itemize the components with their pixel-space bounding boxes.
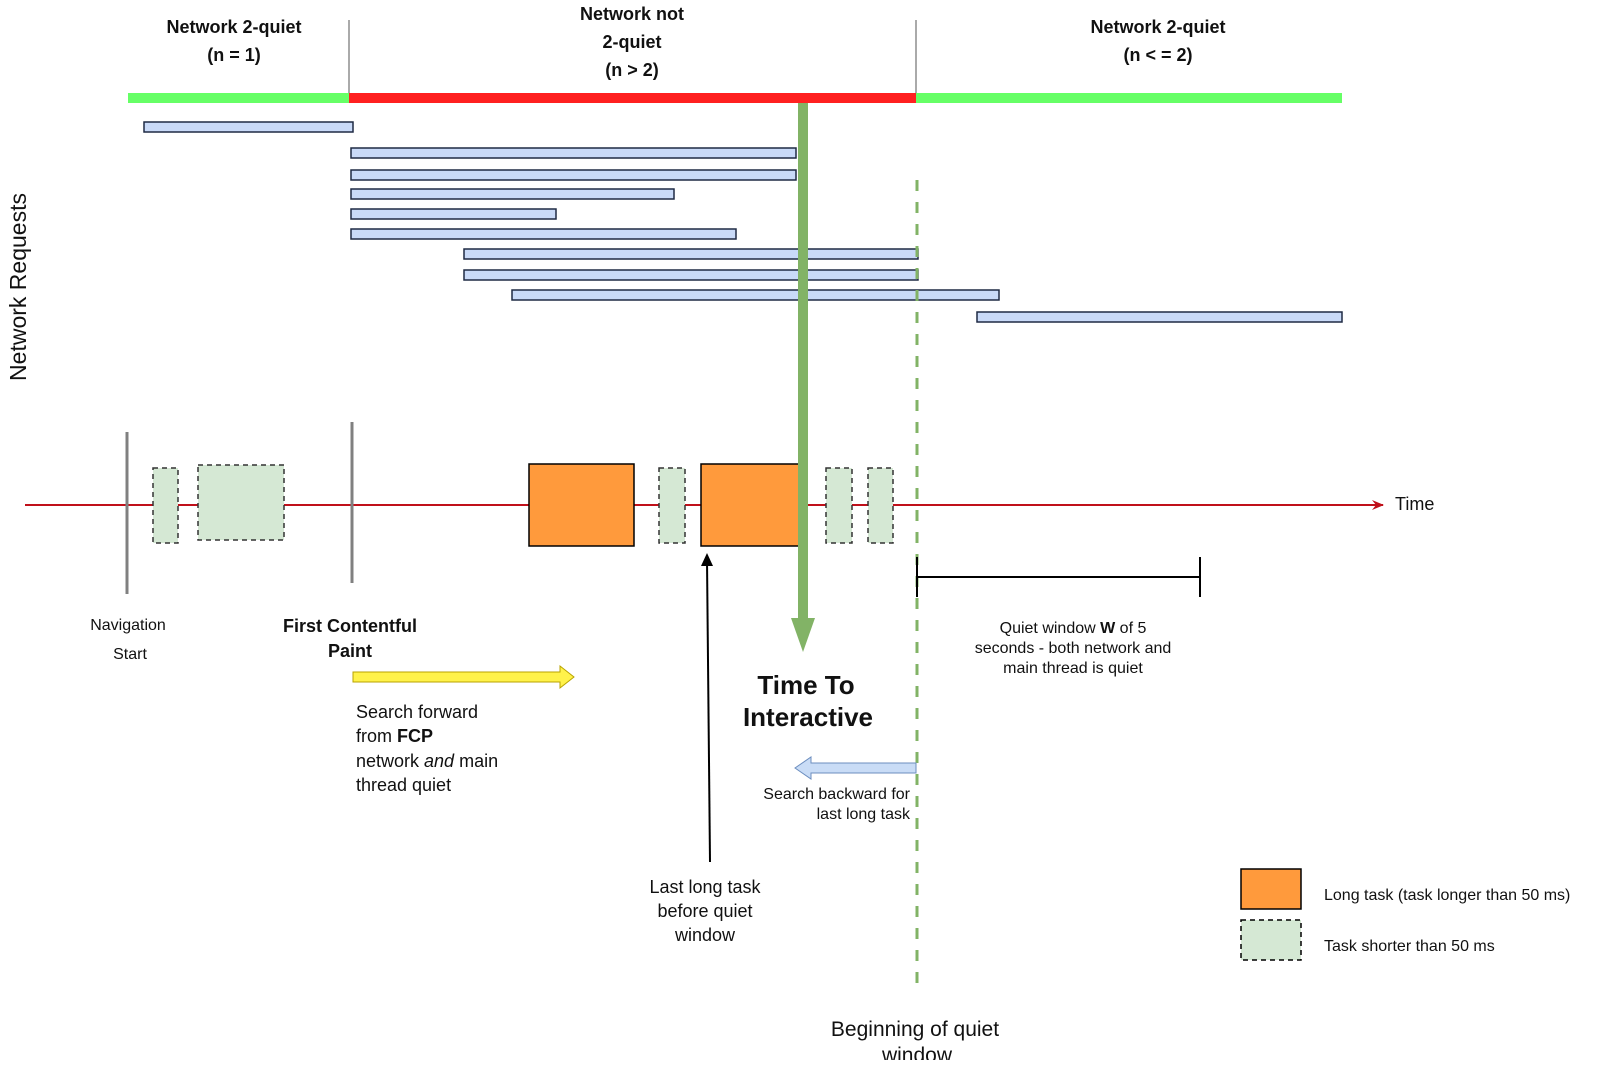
time-axis-label: Time <box>1395 494 1434 514</box>
search-forward-line-3-post: main <box>454 751 498 771</box>
quiet-window-line-1-post: of 5 <box>1115 620 1146 637</box>
legend-short-task-label: Task shorter than 50 ms <box>1324 938 1495 955</box>
legend-short-task-swatch <box>1240 919 1302 961</box>
phase-1-bar <box>128 93 349 103</box>
phase-2-subtitle: 2-quiet <box>602 32 661 52</box>
quiet-window-w: W <box>1100 620 1116 637</box>
long-task <box>700 463 802 547</box>
navigation-start-label-1: Navigation <box>90 617 166 634</box>
quiet-window-bracket <box>916 557 1201 597</box>
short-task <box>152 467 179 544</box>
last-long-task-label-3: window <box>674 925 736 945</box>
phase-3-header: Network 2-quiet (n < = 2) <box>1090 17 1225 65</box>
tti-label-1: Time To <box>757 670 854 700</box>
quiet-window-line-1: Quiet window W of 5 <box>1000 620 1147 637</box>
short-tasks <box>152 464 894 544</box>
tti-label-2: Interactive <box>743 702 873 732</box>
search-forward-line-4: thread quiet <box>356 775 451 795</box>
search-forward-fcp: FCP <box>397 726 433 746</box>
network-requests-label: Network Requests <box>5 193 31 381</box>
network-requests <box>143 121 1343 323</box>
phase-2-header: Network not 2-quiet (n > 2) <box>580 4 684 80</box>
legend-long-task-swatch <box>1240 868 1302 910</box>
search-forward-line-3-pre: network <box>356 751 424 771</box>
navigation-start-label-2: Start <box>113 646 147 663</box>
quiet-window-line-2: seconds - both network and <box>975 640 1172 657</box>
quiet-begin-label-1: Beginning of quiet <box>831 1018 999 1041</box>
tti-arrow-shaft <box>798 103 808 619</box>
phase-2-bar <box>349 93 916 103</box>
short-task <box>197 464 285 541</box>
network-request-bar <box>350 188 675 200</box>
fcp-label-2: Paint <box>328 641 372 661</box>
search-backward-arrow <box>794 756 917 780</box>
short-task <box>825 467 853 544</box>
last-long-task-label-2: before quiet <box>657 901 752 921</box>
search-forward-line-3: network and main <box>356 751 498 771</box>
long-task <box>528 463 635 547</box>
phase-2-count: (n > 2) <box>605 60 659 80</box>
last-long-task-pointer <box>706 559 711 863</box>
network-request-bar <box>511 289 1000 301</box>
quiet-begin-label-2: window <box>881 1044 953 1060</box>
quiet-window-line-3: main thread is quiet <box>1003 660 1143 677</box>
legend: Long task (task longer than 50 ms) Task … <box>1240 868 1570 961</box>
search-forward-line-2: from FCP <box>356 726 433 746</box>
last-long-task-pointer-head <box>701 553 713 566</box>
network-request-bar <box>350 147 797 159</box>
quiet-window-line-1-pre: Quiet window <box>1000 620 1101 637</box>
short-task <box>867 467 894 544</box>
search-forward-and: and <box>424 751 455 771</box>
tti-arrow-head <box>791 618 815 652</box>
search-forward-line-2-pre: from <box>356 726 397 746</box>
legend-long-task-label: Long task (task longer than 50 ms) <box>1324 887 1570 904</box>
phase-3-title: Network 2-quiet <box>1090 17 1225 37</box>
phase-1-header: Network 2-quiet (n = 1) <box>166 17 301 65</box>
network-request-bar <box>463 269 919 281</box>
phase-3-count: (n < = 2) <box>1123 45 1192 65</box>
phase-2-title: Network not <box>580 4 684 24</box>
phase-1-count: (n = 1) <box>207 45 261 65</box>
phase-1-title: Network 2-quiet <box>166 17 301 37</box>
network-request-bar <box>143 121 354 133</box>
search-backward-line-1: Search backward for <box>763 786 910 803</box>
fcp-label-1: First Contentful <box>283 616 417 636</box>
last-long-task-label-1: Last long task <box>649 877 761 897</box>
network-request-bar <box>976 311 1343 323</box>
long-tasks <box>528 463 802 547</box>
network-request-bar <box>350 208 557 220</box>
network-request-bar <box>350 169 797 181</box>
network-request-bar <box>350 228 737 240</box>
short-task <box>658 467 686 544</box>
search-backward-line-2: last long task <box>817 806 911 823</box>
search-forward-line-1: Search forward <box>356 702 478 722</box>
network-request-bar <box>463 248 919 260</box>
search-forward-text: Search forward from FCP network and main… <box>356 702 498 795</box>
phase-3-bar <box>916 93 1342 103</box>
search-forward-arrow <box>352 664 575 690</box>
